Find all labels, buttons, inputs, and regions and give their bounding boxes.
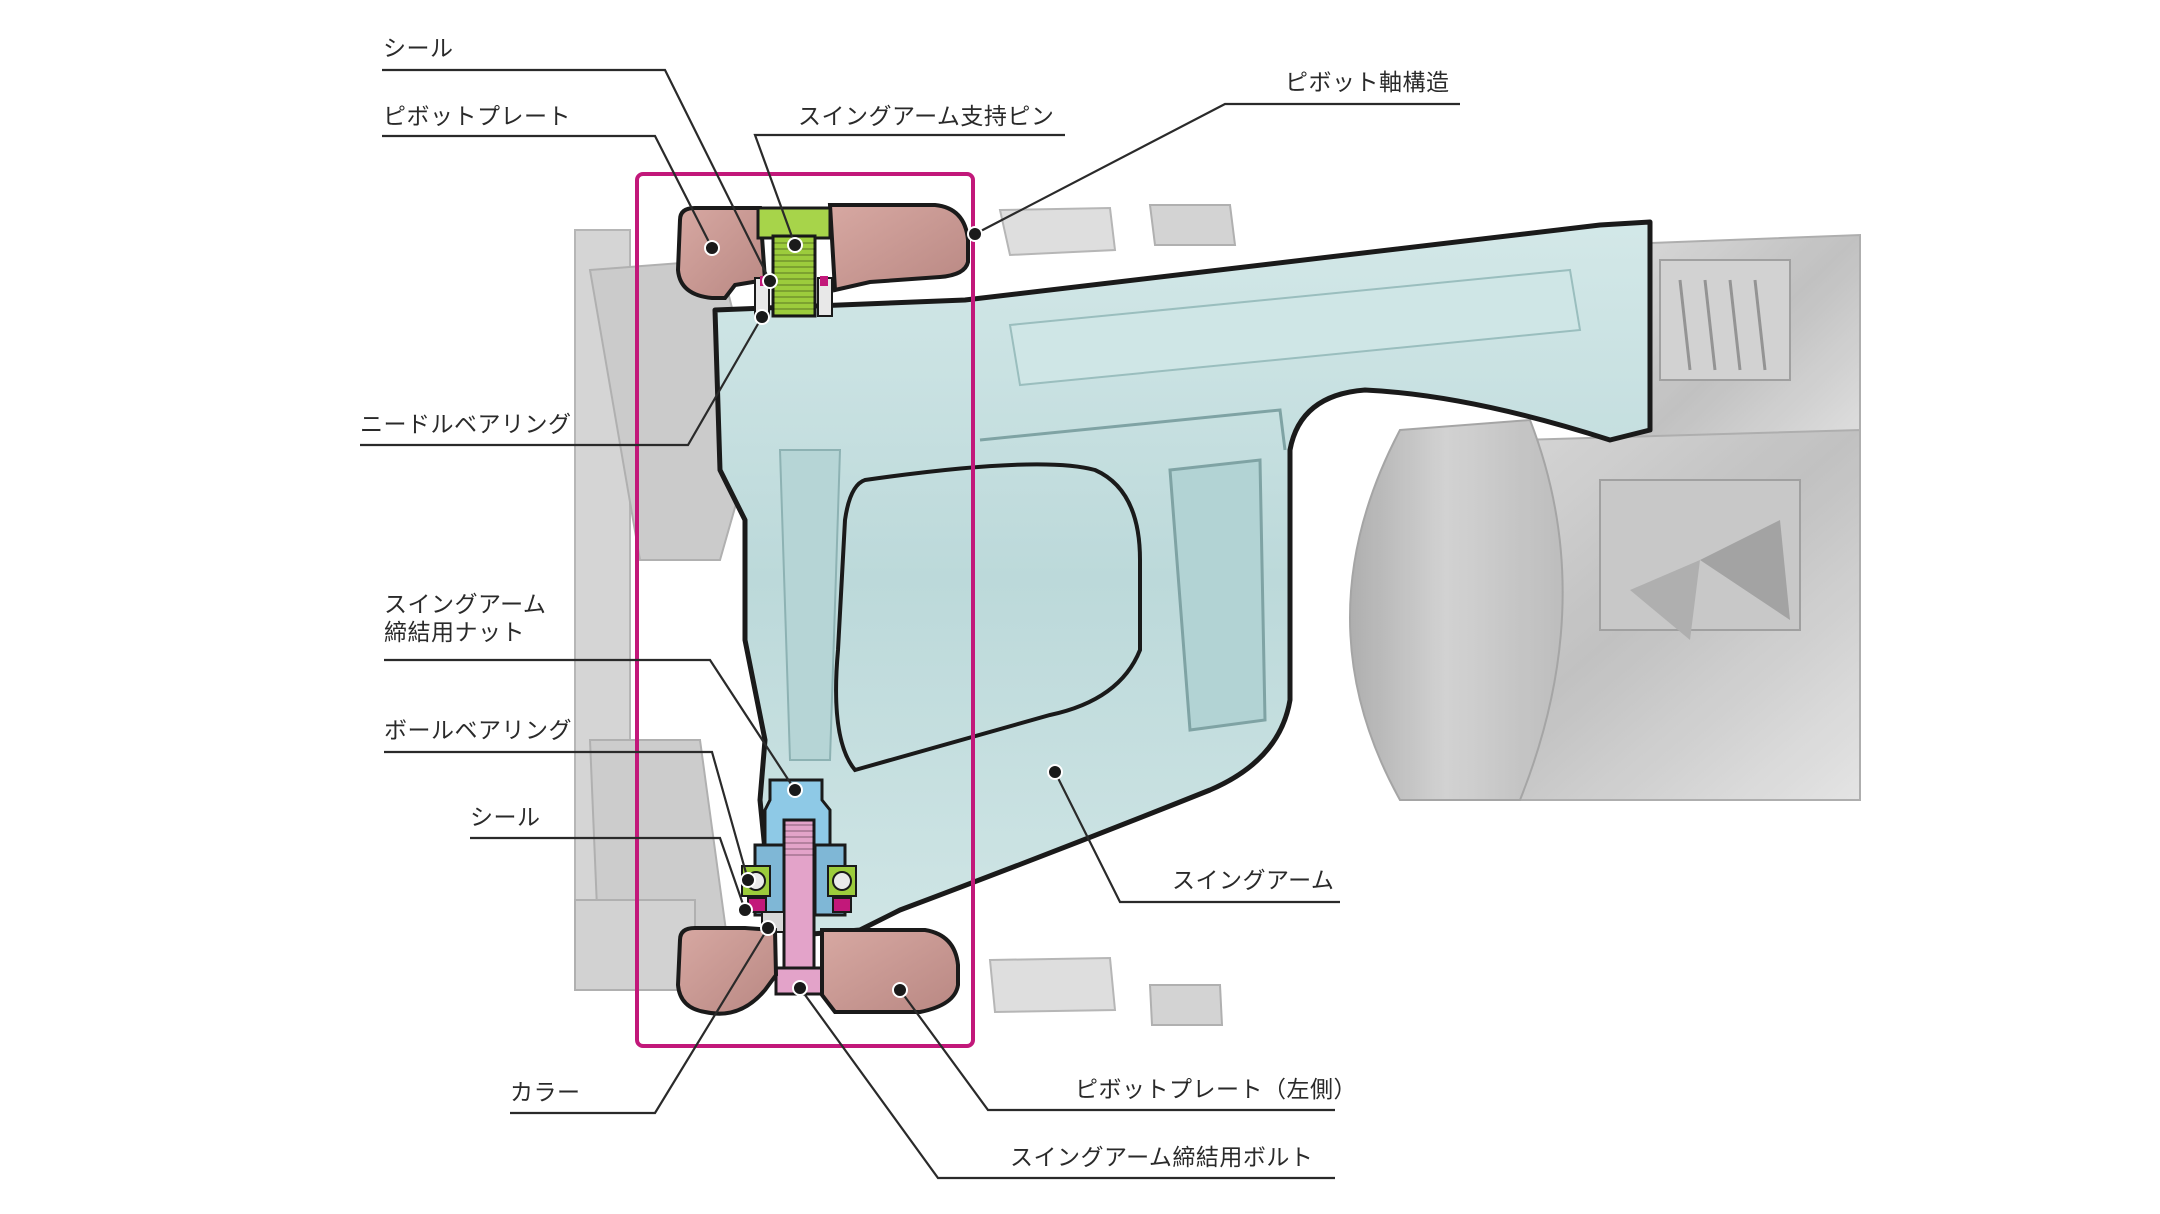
- upper-support-pin: [754, 206, 833, 318]
- leader-dots: [704, 226, 1063, 998]
- label-pivot-plate: ピボットプレート: [383, 104, 571, 130]
- label-ball-bearing: ボールベアリング: [384, 718, 572, 744]
- swingarm-body: [712, 219, 1653, 938]
- label-collar: カラー: [510, 1080, 581, 1106]
- lower-pivot-plate: [675, 926, 960, 1016]
- label-swingarm-nut: スイングアーム 締結用ナット: [384, 592, 546, 647]
- label-seal-top: シール: [383, 36, 454, 62]
- label-swingarm: スイングアーム: [1172, 868, 1335, 894]
- upper-pivot-plate: [675, 203, 970, 300]
- label-swingarm-nut-line1: スイングアーム: [384, 592, 547, 618]
- pivot-highlight-frame: [635, 172, 975, 1048]
- label-needle-bearing: ニードルベアリング: [360, 412, 572, 438]
- leader-lines: [360, 68, 1460, 1180]
- label-swingarm-support-pin: スイングアーム支持ピン: [798, 104, 1055, 130]
- label-swingarm-nut-line2: 締結用ナット: [384, 619, 525, 646]
- label-swingarm-bolt: スイングアーム締結用ボルト: [1010, 1145, 1314, 1171]
- label-pivot-shaft-structure: ピボット軸構造: [1285, 70, 1450, 96]
- lower-pivot-assembly: [741, 778, 857, 996]
- label-pivot-plate-left: ピボットプレート（左側）: [1075, 1077, 1357, 1103]
- label-seal-bottom: シール: [470, 805, 541, 831]
